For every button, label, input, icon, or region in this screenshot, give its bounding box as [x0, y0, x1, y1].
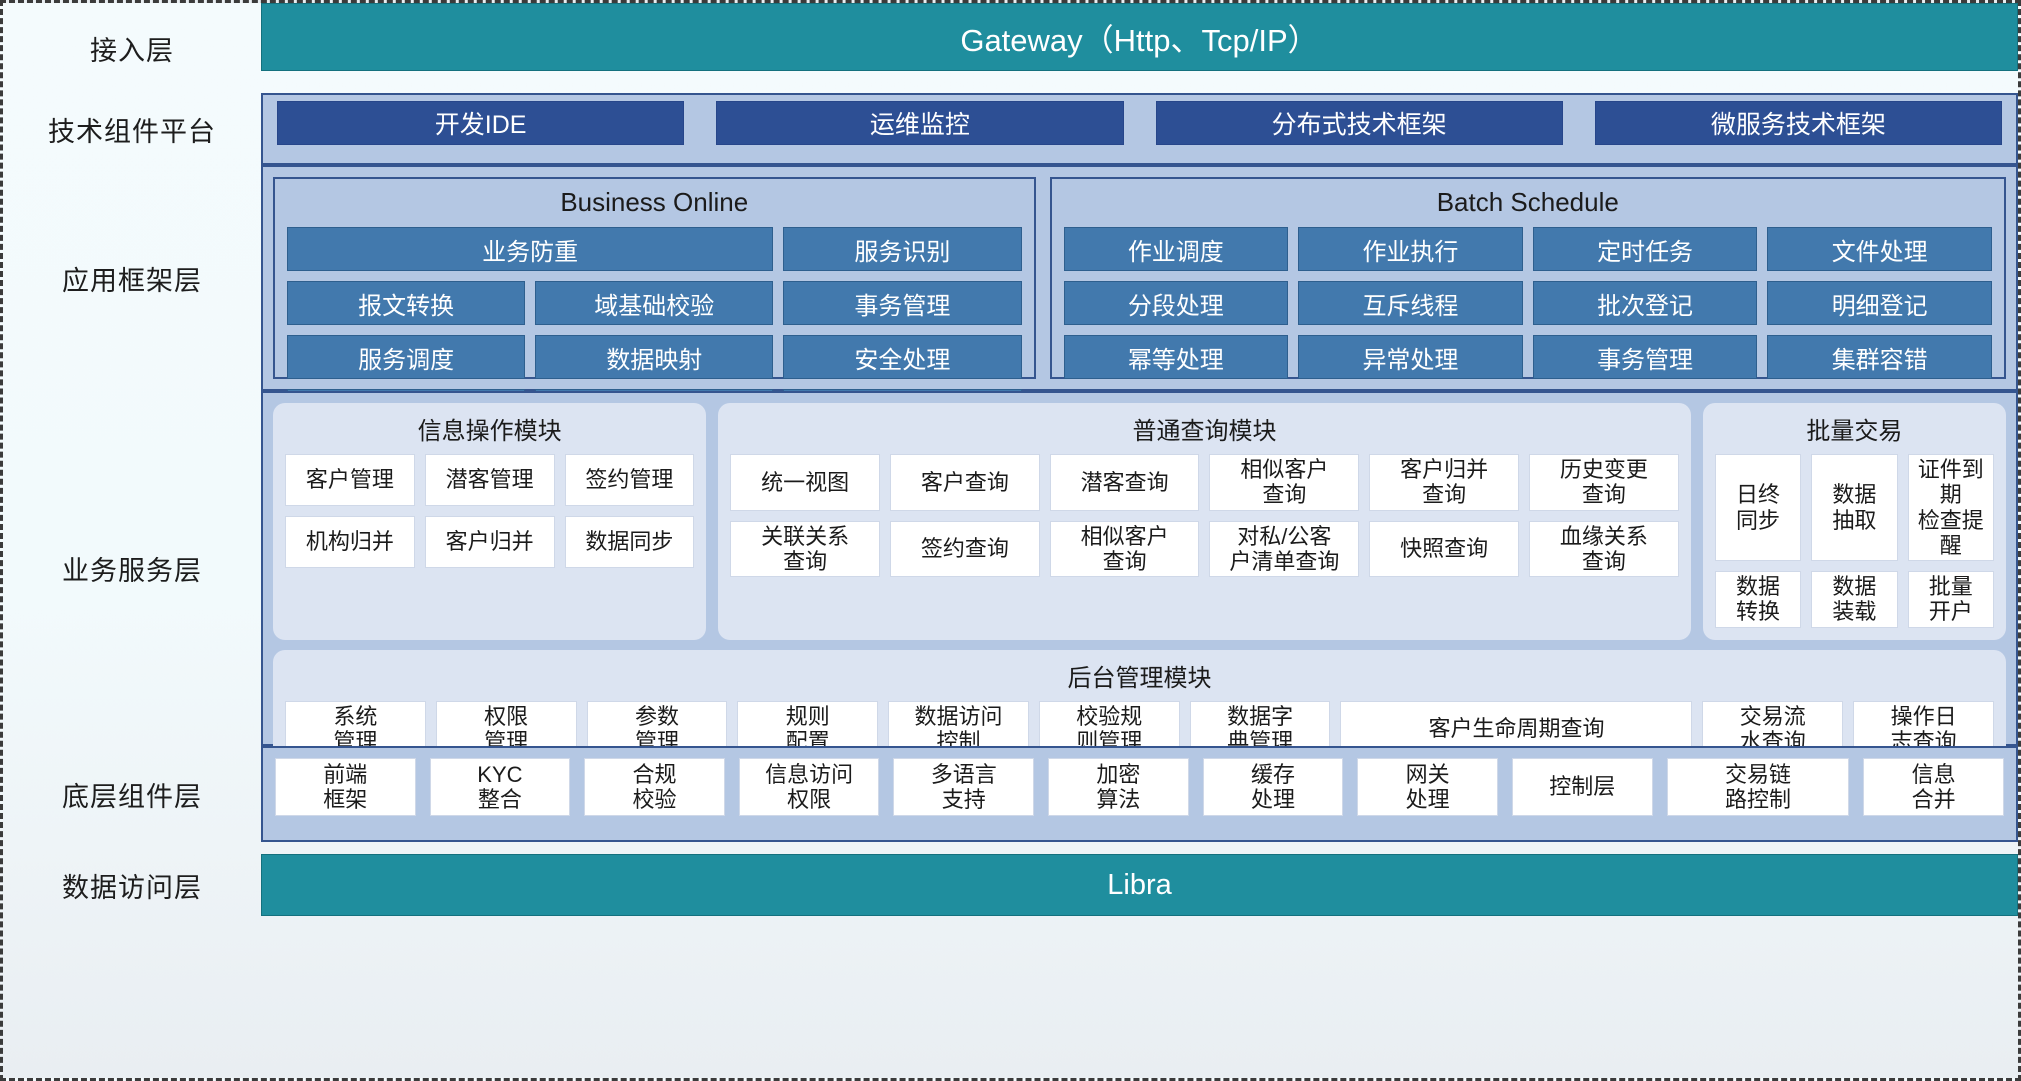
appfw-chip[interactable]: 作业执行: [1298, 227, 1523, 271]
list-item[interactable]: 合规 校验: [584, 758, 725, 816]
appfw-chip[interactable]: 互斥线程: [1298, 281, 1523, 325]
common-query-module-title: 普通查询模块: [1132, 418, 1277, 445]
batch-transaction-module: 批量交易 日终 同步 数据 抽取 证件到期 检查提醒 数据 转换 数据 装载 批…: [1702, 403, 2006, 640]
layer-data-access: 数据访问层 Libra: [3, 842, 2018, 928]
list-item[interactable]: 证件到期 检查提醒: [1907, 454, 1994, 562]
list-item[interactable]: 机构归并: [285, 516, 415, 568]
business-service-panel: 信息操作模块 客户管理 潜客管理 签约管理 机构归并 客户归并 数据同步 普通查…: [261, 391, 2018, 770]
list-item[interactable]: 加密 算法: [1048, 758, 1189, 816]
list-item[interactable]: 交易链 路控制: [1666, 758, 1850, 816]
list-item[interactable]: 潜客查询: [1049, 454, 1200, 511]
batch-schedule-title: Batch Schedule: [1436, 187, 1619, 217]
appfw-chip[interactable]: 服务识别: [783, 227, 1022, 271]
list-item[interactable]: 统一视图: [730, 454, 880, 511]
layer-label-data: 数据访问层: [62, 872, 202, 903]
appfw-chip[interactable]: 数据映射: [535, 335, 774, 379]
list-item[interactable]: 控制层: [1511, 758, 1653, 816]
list-item[interactable]: 潜客管理: [424, 454, 555, 506]
list-item[interactable]: 快照查询: [1369, 520, 1519, 578]
list-item[interactable]: 信息 合并: [1863, 758, 2004, 816]
list-item[interactable]: 血缘关系 查询: [1528, 520, 1679, 578]
business-online-group: Business Online 业务防重 服务识别 报文转换 域基础校验 事务管…: [273, 177, 1036, 433]
appfw-chip[interactable]: 域基础校验: [535, 281, 774, 325]
list-item[interactable]: 网关 处理: [1357, 758, 1498, 816]
appfw-chip[interactable]: 集群容错: [1767, 335, 1992, 379]
layer-business-service: 业务服务层 信息操作模块 客户管理 潜客管理 签约管理 机构归并 客户归并 数据…: [3, 391, 2018, 770]
admin-module-title: 后台管理模块: [1067, 664, 1212, 692]
business-service-modules-row: 信息操作模块 客户管理 潜客管理 签约管理 机构归并 客户归并 数据同步 普通查…: [273, 403, 2006, 640]
list-item[interactable]: 数据同步: [564, 516, 695, 568]
list-item[interactable]: 多语言 支持: [893, 758, 1035, 816]
appfw-chip[interactable]: 异常处理: [1298, 335, 1523, 379]
appfw-chip[interactable]: 文件处理: [1767, 227, 1992, 271]
list-item[interactable]: 对私/公客 户清单查询: [1209, 520, 1360, 578]
appfw-chip[interactable]: 幂等处理: [1063, 335, 1289, 379]
tech-chip-ops[interactable]: 运维监控: [716, 101, 1124, 145]
appfw-chip[interactable]: 作业调度: [1063, 227, 1289, 271]
list-item[interactable]: 前端 框架: [275, 758, 416, 816]
list-item[interactable]: 日终 同步: [1714, 454, 1802, 562]
appfw-chip[interactable]: 定时任务: [1532, 227, 1758, 271]
tech-chip-dist[interactable]: 分布式技术框架: [1155, 101, 1563, 145]
common-query-module: 普通查询模块 统一视图 客户查询 潜客查询 相似客户 查询 客户归并 查询 历史…: [718, 403, 1691, 640]
info-operation-grid: 客户管理 潜客管理 签约管理 机构归并 客户归并 数据同步: [285, 454, 695, 568]
gateway-bar: Gateway（Http、Tcp/IP）: [261, 3, 2018, 71]
list-item[interactable]: 批量 开户: [1907, 571, 1994, 628]
list-item[interactable]: 数据 转换: [1714, 571, 1802, 628]
list-item[interactable]: 相似客户 查询: [1049, 520, 1200, 578]
list-item[interactable]: KYC 整合: [429, 758, 571, 816]
info-operation-module: 信息操作模块 客户管理 潜客管理 签约管理 机构归并 客户归并 数据同步: [273, 403, 707, 640]
list-item[interactable]: 信息访问 权限: [738, 758, 880, 816]
layer-label-tech: 技术组件平台: [48, 116, 216, 147]
layer-tech-platform: 技术组件平台 开发IDE 运维监控 分布式技术框架 微服务技术框架: [3, 93, 2018, 165]
common-query-grid: 统一视图 客户查询 潜客查询 相似客户 查询 客户归并 查询 历史变更 查询 关…: [730, 454, 1679, 578]
appfw-chip[interactable]: 事务管理: [1532, 335, 1758, 379]
bottom-component-grid: 前端 框架 KYC 整合 合规 校验 信息访问 权限 多语言 支持 加密 算法 …: [263, 748, 2016, 826]
list-item[interactable]: 客户管理: [285, 454, 415, 506]
layer-label-appfw: 应用框架层: [62, 265, 202, 296]
layer-label-access: 接入层: [90, 35, 174, 66]
appfw-chip[interactable]: 事务管理: [783, 281, 1022, 325]
tech-platform-panel: 开发IDE 运维监控 分布式技术框架 微服务技术框架: [261, 93, 2018, 165]
business-online-title: Business Online: [560, 187, 749, 217]
appfw-chip[interactable]: 分段处理: [1063, 281, 1289, 325]
libra-bar: Libra: [261, 854, 2018, 916]
tech-chip-ide[interactable]: 开发IDE: [277, 101, 685, 145]
list-item[interactable]: 数据 装载: [1811, 571, 1898, 628]
list-item[interactable]: 签约查询: [889, 520, 1040, 578]
list-item[interactable]: 历史变更 查询: [1528, 454, 1679, 511]
layer-label-bottom: 底层组件层: [62, 781, 202, 812]
list-item[interactable]: 关联关系 查询: [730, 520, 880, 578]
batch-schedule-group: Batch Schedule 作业调度 作业执行 定时任务 文件处理 分段处理 …: [1049, 177, 2006, 379]
layer-app-framework: 应用框架层 Business Online 业务防重 服务识别 报文转换 域基础…: [3, 165, 2018, 433]
layer-bottom-component: 底层组件层 前端 框架 KYC 整合 合规 校验 信息访问 权限 多语言 支持 …: [3, 746, 2018, 842]
batch-transaction-grid: 日终 同步 数据 抽取 证件到期 检查提醒 数据 转换 数据 装载 批量 开户: [1714, 454, 1994, 628]
appfw-chip[interactable]: 服务调度: [287, 335, 526, 379]
layer-access: 接入层 Gateway（Http、Tcp/IP）: [3, 3, 2018, 93]
layer-label-bizsvc: 业务服务层: [62, 556, 202, 586]
appfw-chip[interactable]: 报文转换: [287, 281, 526, 325]
batch-schedule-grid: 作业调度 作业执行 定时任务 文件处理 分段处理 互斥线程 批次登记 明细登记 …: [1063, 227, 1992, 379]
appfw-chip[interactable]: 批次登记: [1532, 281, 1758, 325]
app-framework-panel: Business Online 业务防重 服务识别 报文转换 域基础校验 事务管…: [261, 165, 2018, 433]
info-operation-module-title: 信息操作模块: [417, 418, 562, 445]
list-item[interactable]: 客户查询: [889, 454, 1040, 511]
bottom-component-panel: 前端 框架 KYC 整合 合规 校验 信息访问 权限 多语言 支持 加密 算法 …: [261, 746, 2018, 842]
list-item[interactable]: 数据 抽取: [1811, 454, 1898, 562]
list-item[interactable]: 客户归并 查询: [1369, 454, 1519, 511]
list-item[interactable]: 相似客户 查询: [1209, 454, 1360, 511]
appfw-chip[interactable]: 业务防重: [287, 227, 774, 271]
list-item[interactable]: 缓存 处理: [1202, 758, 1344, 816]
list-item[interactable]: 客户归并: [424, 516, 555, 568]
list-item[interactable]: 签约管理: [564, 454, 695, 506]
appfw-chip[interactable]: 安全处理: [783, 335, 1022, 379]
batch-transaction-module-title: 批量交易: [1806, 418, 1903, 445]
tech-chip-microsvc[interactable]: 微服务技术框架: [1594, 101, 2002, 145]
appfw-chip[interactable]: 明细登记: [1767, 281, 1992, 325]
